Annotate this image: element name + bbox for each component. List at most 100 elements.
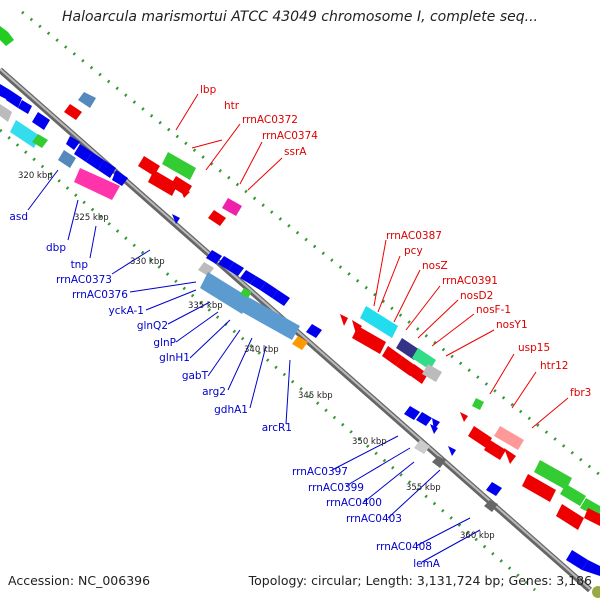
- forward-genes-upper[interactable]: [138, 152, 242, 226]
- gene-blue[interactable]: [0, 84, 10, 100]
- gene-green[interactable]: [412, 348, 436, 370]
- gene-label[interactable]: nosZ: [422, 260, 448, 272]
- gene-label[interactable]: dbp: [46, 242, 66, 254]
- gene-label[interactable]: rrnAC0387: [386, 230, 442, 242]
- gene-blue[interactable]: [566, 550, 588, 570]
- gene-red[interactable]: [340, 314, 348, 326]
- gene-red[interactable]: [352, 326, 386, 354]
- gene-red[interactable]: [408, 364, 428, 384]
- gene-blue[interactable]: [240, 270, 256, 284]
- gene-label[interactable]: tnp: [71, 259, 89, 271]
- gene-label[interactable]: htr12: [540, 360, 568, 372]
- gene-label[interactable]: arcR1: [262, 422, 292, 434]
- gene-grey[interactable]: [484, 500, 498, 512]
- gene-blue[interactable]: [306, 324, 322, 338]
- gene-blue[interactable]: [66, 136, 80, 150]
- gene-label[interactable]: yckA-1: [109, 305, 145, 317]
- gene-label[interactable]: lemA: [413, 558, 441, 570]
- gene-orange[interactable]: [292, 336, 308, 350]
- gene-label[interactable]: pcy: [404, 245, 423, 257]
- gene-label[interactable]: rrnAC0399: [308, 482, 364, 494]
- gene-label[interactable]: rrnAC0403: [346, 513, 402, 525]
- gene-label[interactable]: nosY1: [496, 319, 528, 331]
- gene-pink[interactable]: [494, 426, 524, 450]
- gene-red[interactable]: [556, 504, 584, 530]
- gene-blue[interactable]: [416, 412, 432, 426]
- gene-green[interactable]: [534, 460, 572, 490]
- gene-blue[interactable]: [272, 290, 290, 306]
- gene-steelblue[interactable]: [58, 150, 76, 168]
- gene-blue[interactable]: [218, 256, 234, 270]
- gene-blue[interactable]: [86, 152, 104, 170]
- gene-green[interactable]: [32, 134, 48, 148]
- gene-red[interactable]: [148, 170, 178, 196]
- gene-magenta[interactable]: [222, 198, 242, 216]
- gene-red[interactable]: [584, 508, 600, 526]
- gene-label[interactable]: usp15: [518, 342, 550, 354]
- gene-label[interactable]: ssrA: [284, 146, 307, 158]
- gene-green[interactable]: [472, 398, 484, 410]
- gene-grey[interactable]: [414, 440, 430, 454]
- gene-red[interactable]: [468, 426, 492, 448]
- gene-red[interactable]: [382, 346, 402, 366]
- gene-grey[interactable]: [198, 262, 214, 276]
- gene-steelblue[interactable]: [78, 92, 96, 108]
- gene-label[interactable]: rrnAC0373: [56, 274, 112, 286]
- gene-red[interactable]: [208, 210, 226, 226]
- gene-blue[interactable]: [260, 282, 278, 298]
- gene-green[interactable]: [0, 26, 14, 46]
- gene-blue[interactable]: [448, 446, 456, 456]
- gene-red[interactable]: [522, 474, 556, 502]
- gene-label[interactable]: gabT: [182, 370, 209, 382]
- gene-label[interactable]: rrnAC0397: [292, 466, 348, 478]
- gene-blue[interactable]: [206, 250, 222, 264]
- gene-label[interactable]: glnH1: [159, 352, 190, 364]
- gene-label[interactable]: arg2: [202, 386, 226, 398]
- gene-label[interactable]: htr: [224, 100, 240, 112]
- gene-steelblue[interactable]: [242, 298, 300, 340]
- gene-label[interactable]: rrnAC0372: [242, 114, 298, 126]
- gene-label[interactable]: rrnAC0374: [262, 130, 318, 142]
- gene-blue[interactable]: [172, 214, 180, 224]
- gene-label[interactable]: nosF-1: [476, 304, 511, 316]
- gene-blue[interactable]: [582, 560, 600, 576]
- gene-label[interactable]: fbr3: [570, 387, 591, 399]
- gene-blue[interactable]: [250, 276, 266, 290]
- gene-green[interactable]: [560, 484, 586, 506]
- forward-genes-right[interactable]: [340, 306, 600, 530]
- reverse-genes-middle[interactable]: [198, 250, 322, 350]
- gene-red[interactable]: [352, 320, 362, 334]
- gene-blue[interactable]: [32, 112, 50, 130]
- gene-green[interactable]: [240, 288, 252, 298]
- gene-blue[interactable]: [18, 100, 32, 114]
- gene-label[interactable]: nosD2: [460, 290, 493, 302]
- gene-label[interactable]: gdhA1: [214, 404, 248, 416]
- gene-navy[interactable]: [396, 338, 420, 360]
- gene-red[interactable]: [504, 448, 516, 464]
- gene-label[interactable]: glnP: [153, 337, 176, 349]
- reverse-genes-lower[interactable]: [404, 406, 600, 576]
- gene-grey[interactable]: [422, 364, 442, 382]
- gene-steelblue[interactable]: [200, 272, 250, 314]
- reverse-genes-left[interactable]: [0, 84, 180, 224]
- gene-blue[interactable]: [430, 424, 438, 434]
- gene-label[interactable]: rrnAC0400: [326, 497, 382, 509]
- gene-magenta[interactable]: [74, 168, 120, 200]
- gene-red[interactable]: [180, 188, 190, 198]
- gene-label[interactable]: lbp: [200, 84, 217, 96]
- gene-red[interactable]: [484, 440, 506, 460]
- gene-blue[interactable]: [486, 482, 502, 496]
- gene-label[interactable]: rrnAC0408: [376, 541, 432, 553]
- gene-grey[interactable]: [0, 104, 12, 122]
- gene-green[interactable]: [162, 152, 196, 180]
- gene-grey[interactable]: [432, 456, 446, 468]
- gene-blue[interactable]: [98, 160, 116, 178]
- gene-label[interactable]: asd: [9, 211, 28, 223]
- gene-red[interactable]: [460, 412, 468, 422]
- gene-blue[interactable]: [74, 144, 92, 162]
- gene-label[interactable]: rrnAC0376: [72, 289, 128, 301]
- gene-blue[interactable]: [6, 90, 22, 108]
- gene-cyan[interactable]: [10, 120, 40, 148]
- gene-cyan[interactable]: [360, 306, 398, 338]
